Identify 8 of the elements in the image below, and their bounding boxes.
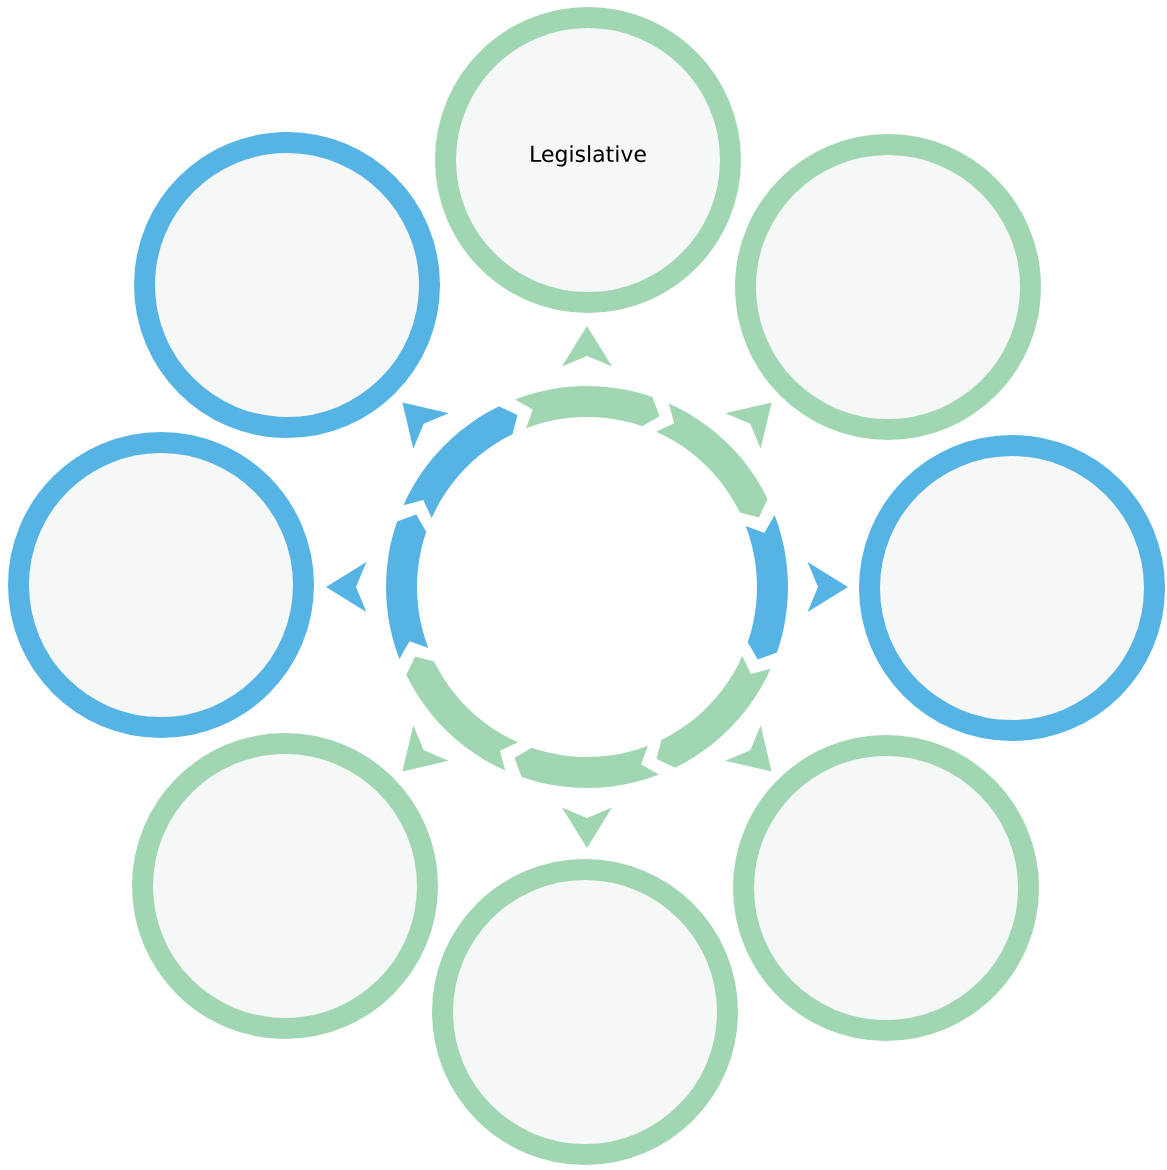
circle-node: Legislative	[435, 7, 741, 313]
circle-node	[132, 733, 438, 1039]
circle-node	[432, 859, 738, 1165]
circle-node	[733, 735, 1039, 1041]
circle-node	[859, 435, 1165, 741]
circle-node	[8, 432, 314, 738]
circle-node	[134, 132, 440, 438]
circle-node	[735, 134, 1041, 440]
